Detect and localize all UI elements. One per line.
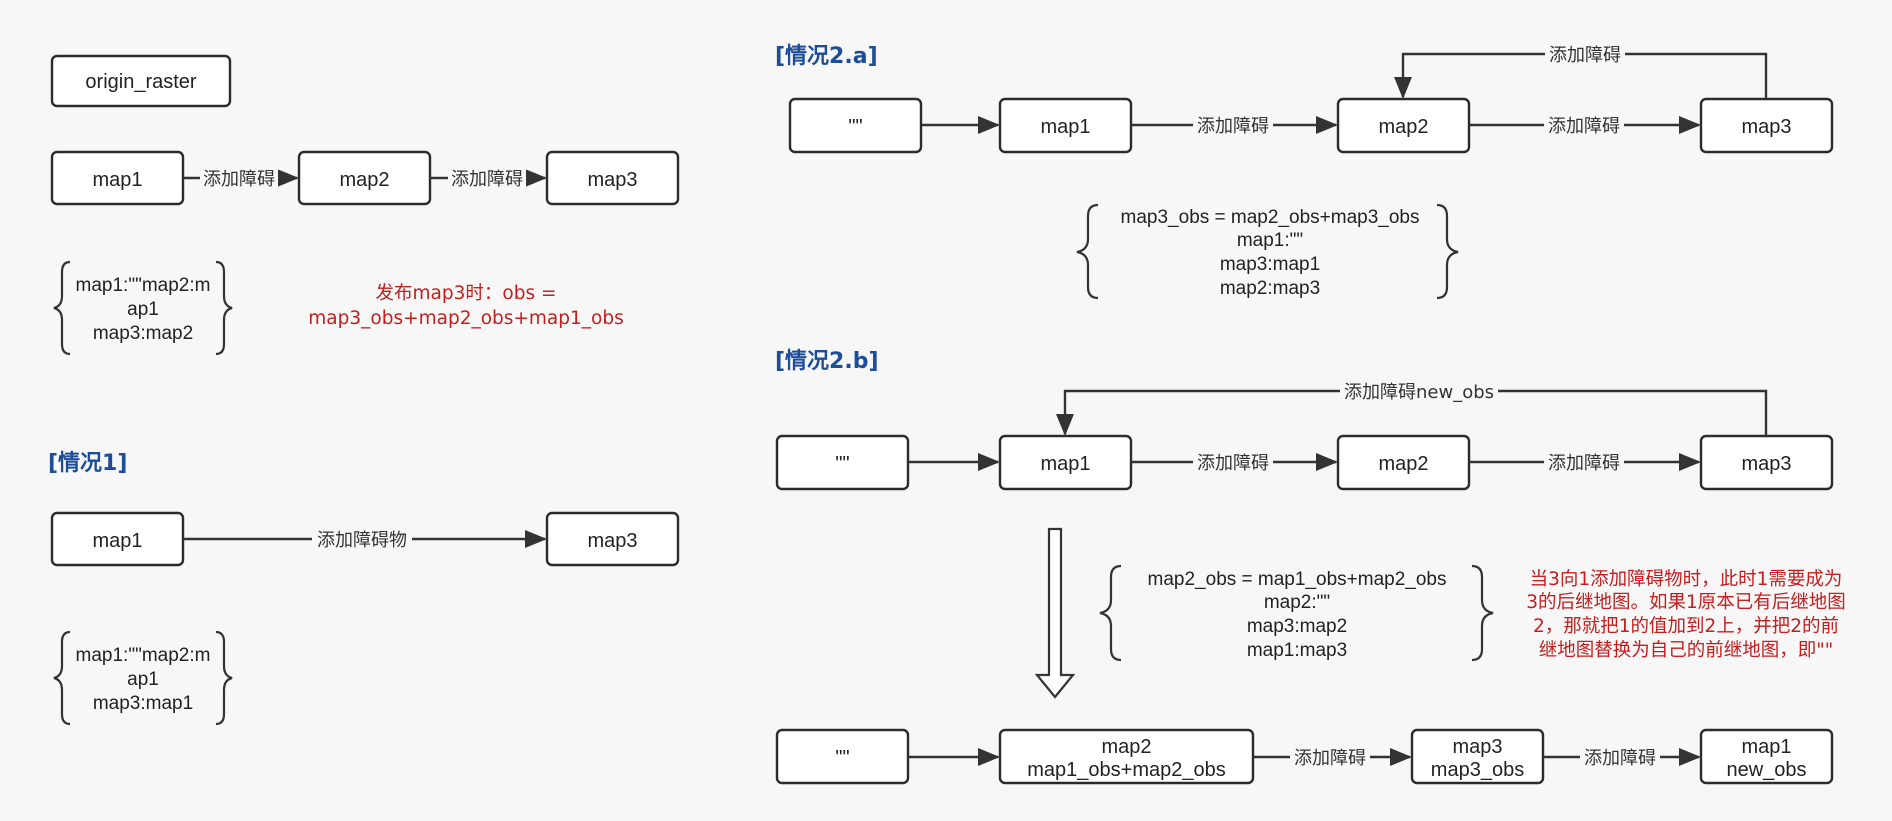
case2a-node-label: map3 (1741, 116, 1791, 138)
top-chain-node-map3[interactable]: map3 (545, 150, 680, 206)
case2b-heading: [情况2.b] (775, 348, 879, 374)
top-chain-node-label: map3 (587, 169, 637, 191)
case2b-node-empty[interactable]: "" (775, 434, 910, 491)
origin-raster-label: origin_raster (85, 71, 197, 93)
case2b-edge-map2-map3: 添加障碍 (1469, 450, 1701, 474)
case2b-node-label: map2 (1378, 453, 1428, 475)
result-node-sublabel: new_obs (1726, 759, 1806, 781)
case2b-loop-edge: 添加障碍new_obs (1056, 380, 1768, 436)
edge-label: 添加障碍 (1197, 116, 1269, 137)
brace-line: map3:map2 (93, 323, 193, 344)
top-chain-edge-1: 添加障碍 (183, 166, 299, 190)
top-chain-node-map2[interactable]: map2 (297, 150, 432, 206)
case2b-node-label: map1 (1040, 453, 1090, 475)
case2a-node-label: map2 (1378, 116, 1428, 138)
case2b-brace-annotation: map2_obs = map1_obs+map2_obs map2:"" map… (1099, 564, 1494, 662)
brace-line: map2:map3 (1220, 278, 1320, 299)
publish-note-line: 发布map3时：obs = (376, 283, 557, 304)
case2a-brace-annotation: map3_obs = map2_obs+map3_obs map1:"" map… (1076, 203, 1459, 300)
edge-label: 添加障碍 (451, 169, 523, 190)
brace-line: map2_obs = map1_obs+map2_obs (1148, 569, 1447, 590)
case2b-explanation-note: 当3向1添加障碍物时，此时1需要成为 3的后继地图。如果1原本已有后继地图 2，… (1526, 569, 1846, 661)
origin-raster-node[interactable]: origin_raster (50, 54, 232, 108)
brace-line: map3_obs = map2_obs+map3_obs (1121, 207, 1420, 228)
note-line: 当3向1添加障碍物时，此时1需要成为 (1530, 569, 1843, 590)
edge-label: 添加障碍 (1548, 453, 1620, 474)
brace-line: ap1 (127, 669, 159, 690)
transition-down-arrow (1034, 527, 1076, 699)
case1-brace-annotation: map1:""map2:m ap1 map3:map1 (53, 630, 233, 726)
brace-line: map1:""map2:m (76, 645, 211, 666)
note-line: 2，那就把1的值加到2上，并把2的前 (1533, 616, 1839, 637)
case2a-node-empty[interactable]: "" (788, 97, 923, 154)
result-node-label: map2 (1101, 736, 1151, 758)
brace-line: map2:"" (1264, 592, 1330, 613)
case1-edge: 添加障碍物 (183, 527, 547, 551)
case2a-edge-map1-map2: 添加障碍 (1131, 113, 1338, 137)
edge-label: 添加障碍 (1294, 748, 1366, 769)
case2a-edge-map2-map3: 添加障碍 (1469, 113, 1701, 137)
case2b-node-map2[interactable]: map2 (1336, 434, 1471, 491)
brace-line: map3:map2 (1247, 616, 1347, 637)
edge-label: 添加障碍 (203, 169, 275, 190)
edge-label: 添加障碍 (1548, 116, 1620, 137)
result-node-map3[interactable]: map3 map3_obs (1410, 728, 1545, 785)
result-node-sublabel: map3_obs (1431, 759, 1524, 781)
case1-node-label: map1 (92, 530, 142, 552)
top-chain-node-label: map1 (92, 169, 142, 191)
case2a-node-label: map1 (1040, 116, 1090, 138)
brace-line: map1:map3 (1247, 640, 1347, 661)
result-node-label: map3 (1452, 736, 1502, 758)
brace-line: map3:map1 (93, 693, 193, 714)
case2a-loop-edge: 添加障碍 (1394, 43, 1768, 99)
result-node-label: "" (835, 747, 849, 769)
publish-note-line: map3_obs+map2_obs+map1_obs (308, 308, 623, 329)
brace-line: map1:"" (1237, 230, 1303, 251)
top-chain-node-map1[interactable]: map1 (50, 150, 185, 206)
note-line: 继地图替换为自己的前继地图，即"" (1539, 640, 1834, 661)
result-node-map1[interactable]: map1 new_obs (1699, 728, 1834, 785)
brace-line: ap1 (127, 299, 159, 320)
top-chain-edge-2: 添加障碍 (430, 166, 547, 190)
case2a-node-map2[interactable]: map2 (1336, 97, 1471, 154)
brace-line: map3:map1 (1220, 254, 1320, 275)
brace-line: map1:""map2:m (76, 275, 211, 296)
case2b-node-label: "" (835, 453, 849, 475)
top-chain-node-label: map2 (339, 169, 389, 191)
case2a-node-map3[interactable]: map3 (1699, 97, 1834, 154)
result-edge-map2-map3: 添加障碍 (1253, 745, 1412, 769)
result-node-empty[interactable]: "" (775, 728, 910, 785)
case2a-node-map1[interactable]: map1 (998, 97, 1133, 154)
edge-label: 添加障碍new_obs (1344, 382, 1494, 403)
result-node-map2[interactable]: map2 map1_obs+map2_obs (998, 728, 1255, 785)
edge-label: 添加障碍 (1197, 453, 1269, 474)
result-node-sublabel: map1_obs+map2_obs (1027, 759, 1225, 781)
case2b-node-map1[interactable]: map1 (998, 434, 1133, 491)
result-node-label: map1 (1741, 736, 1791, 758)
case1-node-map3[interactable]: map3 (545, 511, 680, 567)
case2b-edge-map1-map2: 添加障碍 (1131, 450, 1338, 474)
case2b-node-label: map3 (1741, 453, 1791, 475)
case1-node-label: map3 (587, 530, 637, 552)
result-edge-map3-map1: 添加障碍 (1543, 745, 1701, 769)
case1-node-map1[interactable]: map1 (50, 511, 185, 567)
case1-heading: [情况1] (48, 450, 127, 476)
edge-label: 添加障碍 (1584, 748, 1656, 769)
note-line: 3的后继地图。如果1原本已有后继地图 (1526, 592, 1846, 613)
publish-note: 发布map3时：obs = map3_obs+map2_obs+map1_obs (308, 283, 623, 329)
case2a-node-label: "" (848, 116, 862, 138)
top-brace-annotation: map1:""map2:m ap1 map3:map2 (53, 260, 233, 356)
edge-label: 添加障碍 (1549, 45, 1621, 66)
case2a-heading: [情况2.a] (775, 43, 878, 69)
edge-label: 添加障碍物 (317, 530, 407, 551)
case2b-node-map3[interactable]: map3 (1699, 434, 1834, 491)
